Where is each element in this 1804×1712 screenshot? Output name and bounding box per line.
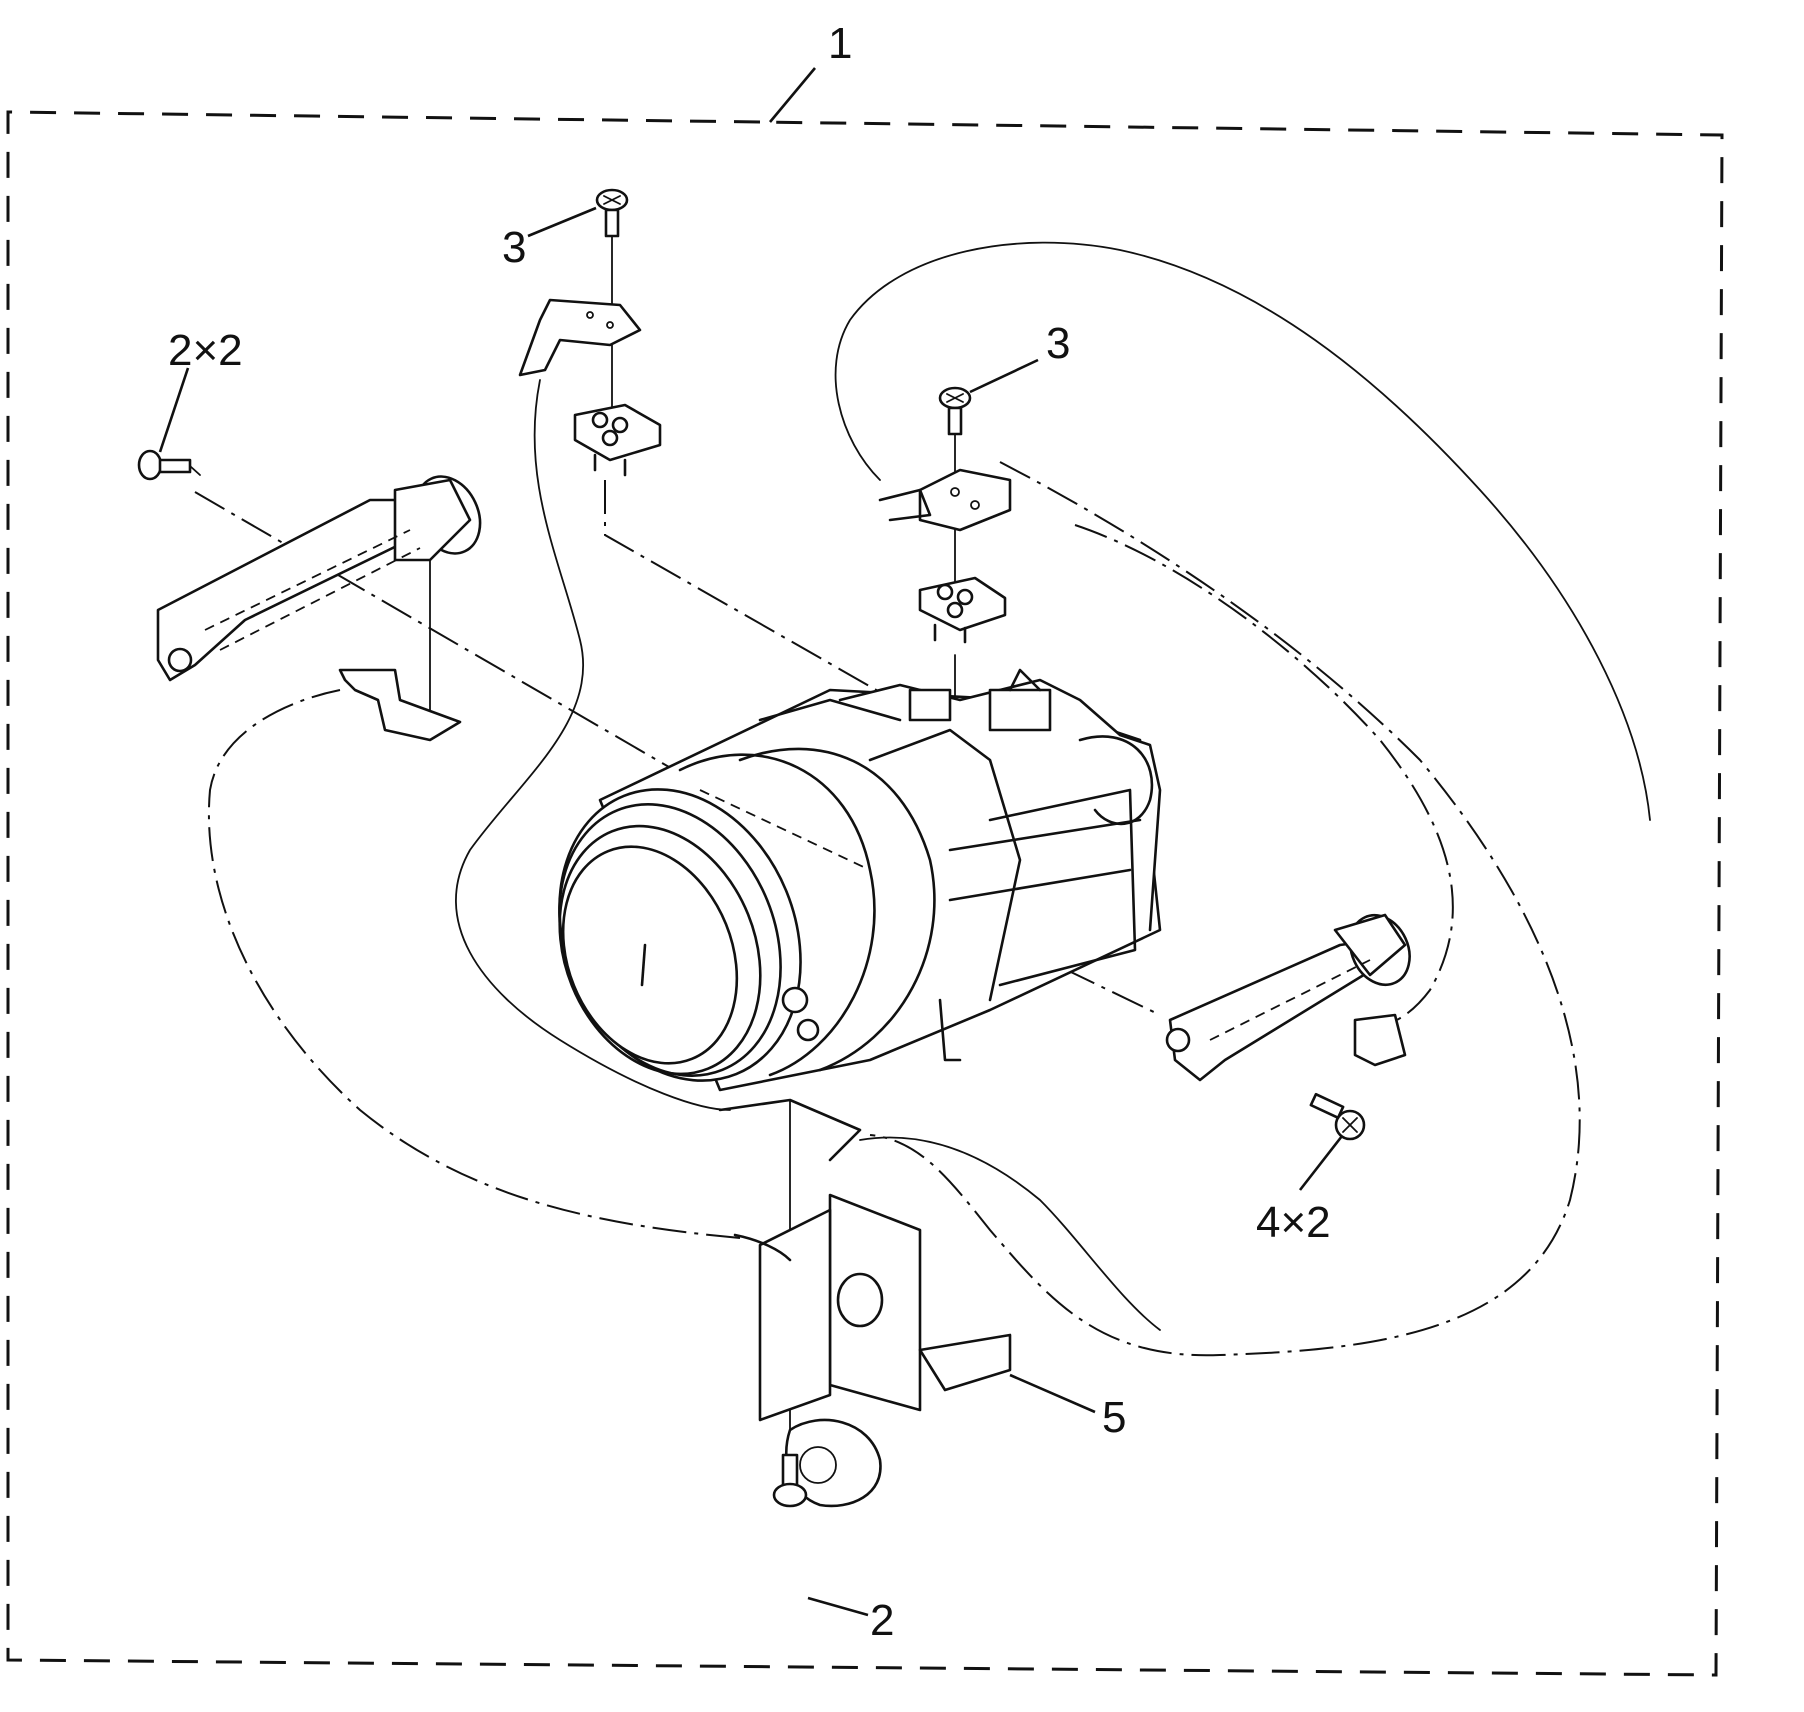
flex-cable-path-upper-loop [1074,524,1454,1027]
callout-3-right: 3 [1046,319,1070,368]
callout-5: 5 [1102,1393,1126,1442]
callout-3-top: 3 [502,223,526,272]
screw-left-2x2 [137,449,201,481]
leader-callout-3-top [527,206,597,238]
leader-callout-2x2 [158,367,190,453]
alignment-line-left-motor [194,491,701,786]
leader-callout-5 [1009,1373,1096,1414]
flex-cable-path-center [455,379,731,1111]
left-motor-guide-assembly [156,475,482,742]
flex-cable-path-left [208,689,741,1239]
leader-callout-2-bottom [807,1596,869,1617]
lens-barrel-unit [558,668,1162,1092]
lower-bracket-motor-assembly [718,1098,1012,1508]
callout-4x2: 4×2 [1256,1198,1331,1247]
screw-top-left [595,188,629,238]
flex-cable-path-top [834,241,1651,821]
right-sensor-bracket [878,468,1012,532]
screw-bottom [772,1453,808,1508]
screw-right-4x2 [1309,1092,1366,1141]
alignment-line-top-sensor [604,480,921,716]
right-motor-guide-assembly [1165,913,1411,1082]
callout-1: 1 [828,19,852,68]
callout-2-bottom: 2 [870,1596,894,1645]
flex-cable-path-right [869,461,1581,1357]
callout-2x2: 2×2 [168,326,243,375]
top-photo-sensor [573,403,662,477]
leader-callout-4x2 [1298,1135,1344,1191]
leader-callout-1 [769,67,816,123]
top-sensor-bracket [518,298,642,377]
leader-callout-3-right [969,358,1039,394]
screw-top-right [938,386,972,436]
right-photo-sensor [918,576,1007,644]
assembly-boundary-frame [6,110,1724,1677]
flex-cable-path-lower [859,1136,1161,1331]
